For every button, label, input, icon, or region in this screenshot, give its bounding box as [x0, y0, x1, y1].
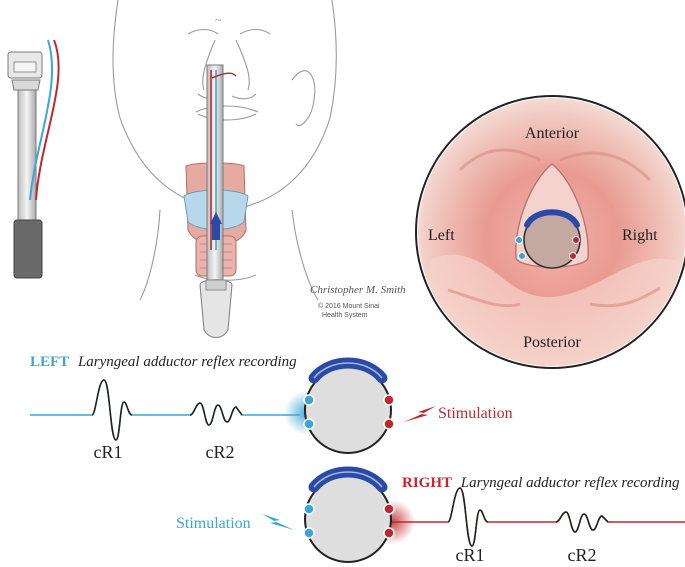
right-trace	[392, 487, 685, 547]
left-cr2-label: cR2	[206, 442, 235, 462]
right-recording-title: RIGHT Laryngeal adductor reflex recordin…	[402, 475, 680, 491]
left-stimulation-label: Stimulation	[438, 405, 513, 422]
endotracheal-tube	[7, 39, 60, 279]
copyright-line-2: Health System	[322, 312, 368, 319]
right-stimulation-bolt-icon	[262, 514, 294, 530]
label-left: Left	[428, 227, 455, 244]
left-side-label: LEFT	[30, 354, 69, 370]
copyright-block: Christopher M. Smith © 2016 Mount Sinai …	[310, 284, 406, 319]
endoscopic-view: Anterior Posterior Left Right	[415, 95, 685, 369]
laryngoscope-probe	[199, 64, 237, 338]
copyright-line-1: © 2016 Mount Sinai	[318, 302, 380, 310]
left-recording-title: LEFT Laryngeal adductor reflex recording	[30, 354, 297, 370]
eye-line: ~	[215, 13, 222, 27]
left-cr1-label: cR1	[94, 442, 123, 462]
right-cr1-label: cR1	[456, 545, 485, 565]
label-posterior: Posterior	[523, 334, 581, 351]
left-recording-panel: LEFT Laryngeal adductor reflex recording…	[30, 354, 513, 462]
left-stimulation-bolt-icon	[404, 406, 436, 422]
right-stimulation-label: Stimulation	[176, 515, 251, 532]
left-title-text: Laryngeal adductor reflex recording	[77, 354, 297, 370]
right-cr2-label: cR2	[568, 545, 597, 565]
label-right: Right	[622, 227, 658, 244]
right-recording-panel: RIGHT Laryngeal adductor reflex recordin…	[176, 466, 685, 565]
right-side-label: RIGHT	[402, 475, 452, 491]
left-trace	[30, 379, 300, 441]
artist-signature: Christopher M. Smith	[310, 284, 406, 296]
label-anterior: Anterior	[525, 125, 580, 142]
right-title-text: Laryngeal adductor reflex recording	[460, 475, 680, 491]
